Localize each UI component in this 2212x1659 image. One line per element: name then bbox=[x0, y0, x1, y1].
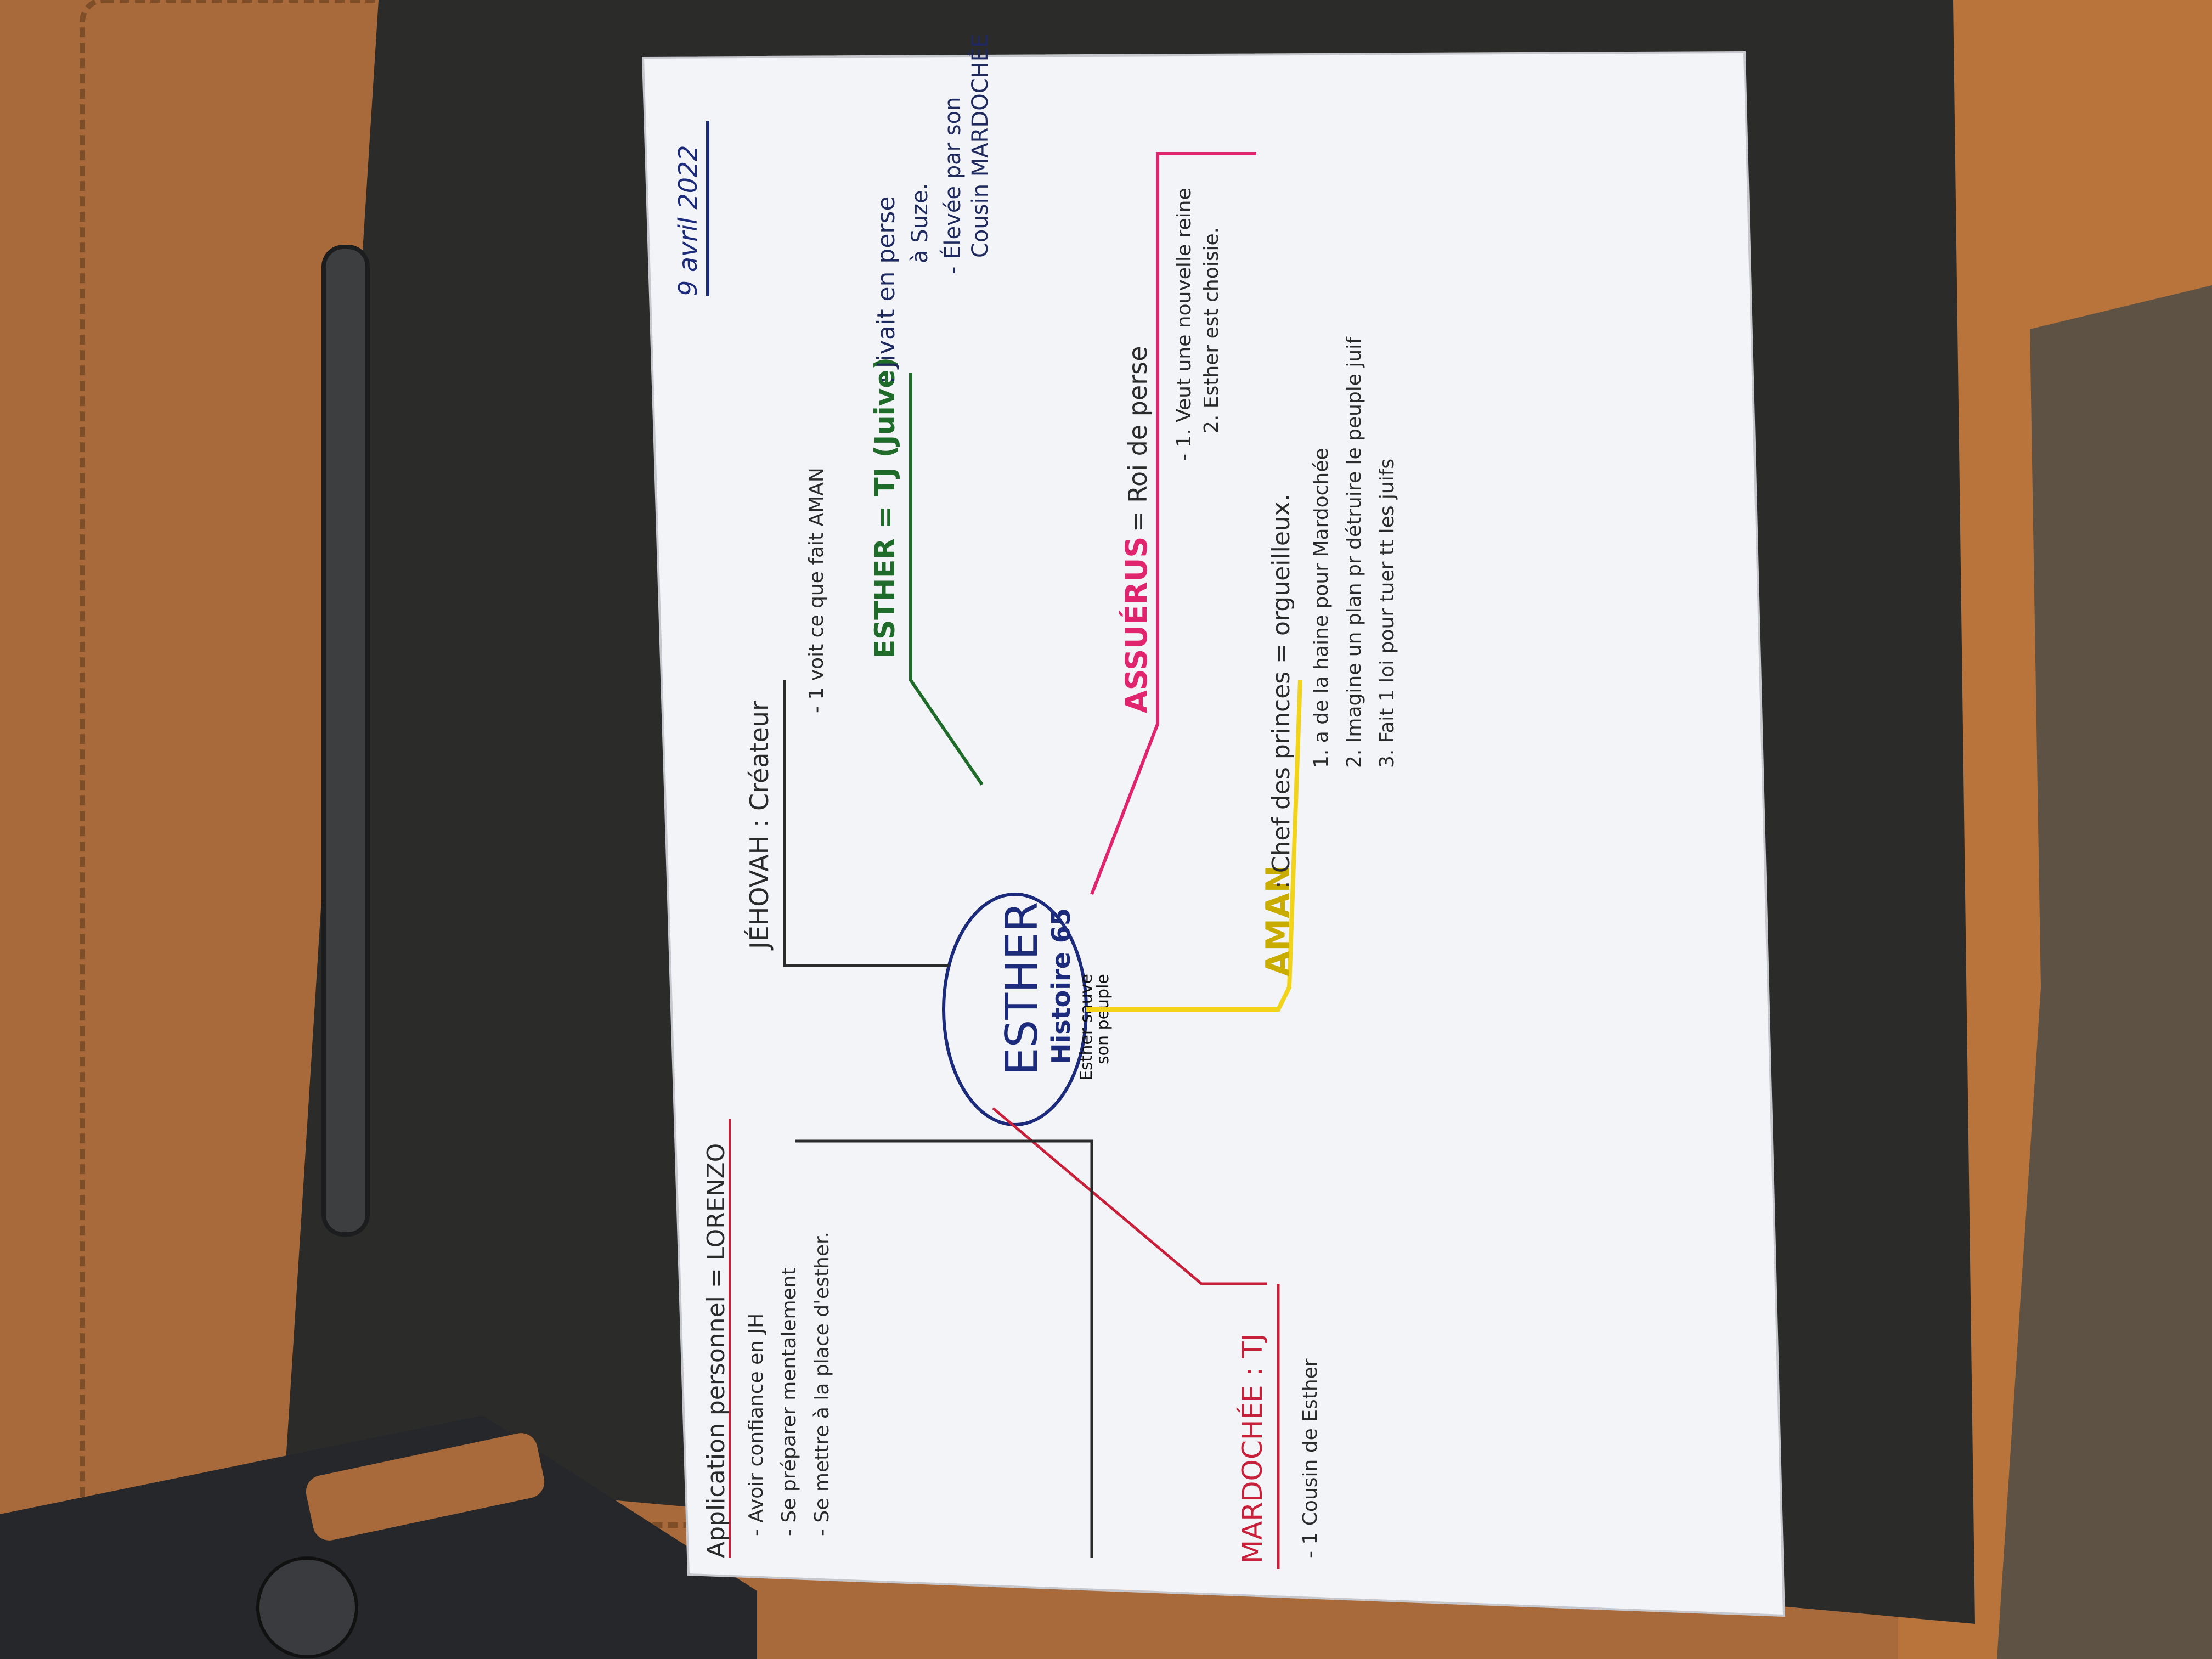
mindmap: 9 avril 2022 ESTHER Histoire 65 Esther s… bbox=[673, 34, 1398, 1569]
aman-item-2: 2. Imagine un plan pr détruire le peuple… bbox=[1343, 336, 1365, 768]
application-item-3: - Se mettre à la place d'esther. bbox=[811, 1232, 833, 1536]
mardochee-heading: MARDOCHÉE : TJ bbox=[1236, 1333, 1268, 1564]
clip-rail bbox=[321, 245, 370, 1237]
assuerus-item-2: 2. Esther est choisie. bbox=[1200, 227, 1223, 433]
esther-heading: ESTHER = TJ (Juive) bbox=[869, 357, 901, 658]
esther-item-1: : Jivait en perse bbox=[872, 196, 900, 384]
branch-line-aman bbox=[1086, 680, 1302, 1012]
esther-item-3: - Élevée par son bbox=[939, 97, 966, 274]
center-title: ESTHER bbox=[996, 902, 1047, 1075]
aman-item-1: 1. a de la haine pour Mardochée bbox=[1310, 448, 1333, 768]
branch-line-esther bbox=[909, 373, 984, 786]
metal-clamp bbox=[0, 1415, 757, 1659]
assuerus-heading: ASSUÉRUS bbox=[1119, 537, 1154, 713]
clamp-slot bbox=[306, 1433, 545, 1541]
paper-sheet bbox=[641, 50, 1786, 1617]
jehovah-item-1: - 1 voit ce que fait AMAN bbox=[805, 467, 828, 713]
application-frame bbox=[795, 1139, 1093, 1558]
application-item-2: - Se préparer mentalement bbox=[778, 1267, 800, 1536]
branch-line-assuerus bbox=[1090, 152, 1256, 895]
application-item-1: - Avoir confiance en JH bbox=[745, 1313, 768, 1536]
center-caption-2: son peuple bbox=[1093, 974, 1113, 1064]
jehovah-heading: JÉHOVAH : Créateur bbox=[744, 701, 774, 951]
fabric-right bbox=[1997, 285, 2212, 1659]
branch-line-jehovah bbox=[783, 680, 949, 967]
application-heading: Application personnel = LORENZO bbox=[702, 1143, 730, 1558]
clamp-knob bbox=[256, 1556, 358, 1658]
aman-heading: AMAN bbox=[1259, 865, 1297, 977]
center-caption-1: Esther sauve bbox=[1077, 974, 1096, 1081]
branch-line-mardochee bbox=[992, 1107, 1267, 1285]
assuerus-item-1: - 1. Veut une nouvelle reine bbox=[1173, 188, 1195, 461]
mardochee-item-1: - 1 Cousin de Esther bbox=[1299, 1358, 1322, 1558]
esther-item-4: Cousin MARDOCHÉE bbox=[967, 34, 993, 258]
date-label: 9 avril 2022 bbox=[673, 145, 703, 296]
center-subtitle: Histoire 65 bbox=[1046, 908, 1076, 1064]
aman-item-3: 3. Fait 1 loi pour tuer tt les juifs bbox=[1376, 459, 1398, 768]
esther-item-2: à Suze. bbox=[907, 183, 933, 263]
assuerus-heading-suffix: = Roi de perse bbox=[1123, 346, 1153, 532]
aman-heading-suffix: : Chef des princes = orgueilleux. bbox=[1267, 494, 1295, 889]
